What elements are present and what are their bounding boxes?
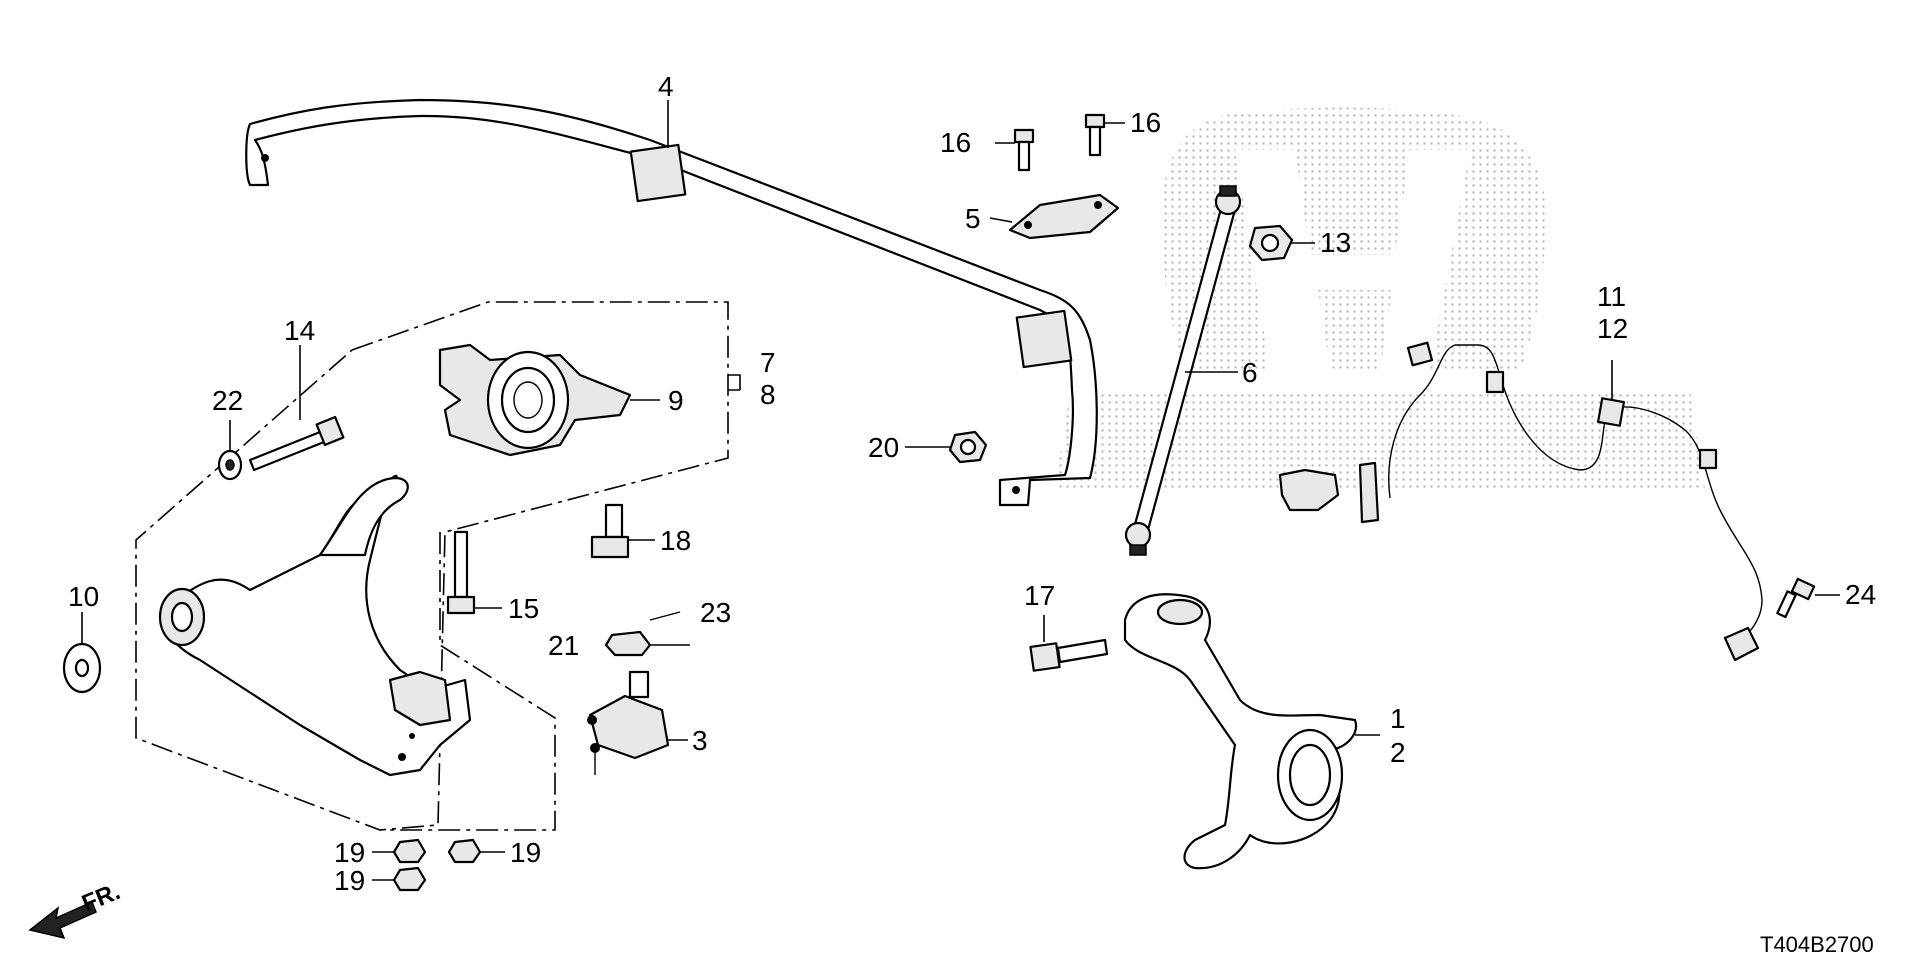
callout-5: 5: [965, 203, 981, 234]
front-direction-arrow: [28, 900, 97, 940]
callout-19a: 19: [334, 837, 365, 868]
callout-9: 9: [668, 385, 684, 416]
callout-4: 4: [658, 71, 674, 102]
callout-16a: 16: [940, 127, 971, 158]
ball-joint: [587, 670, 670, 775]
self-lock-nut-13: [1248, 224, 1294, 262]
self-lock-nut-20: [948, 430, 988, 464]
callout-6: 6: [1242, 357, 1258, 388]
callout-15: 15: [508, 593, 539, 624]
callout-17: 17: [1024, 580, 1055, 611]
callout-18: 18: [660, 525, 691, 556]
lower-arm: [158, 474, 472, 777]
front-direction-label: FR.: [78, 878, 124, 918]
flange-bolt-17: [1029, 638, 1109, 672]
washer-10: [62, 642, 102, 694]
leader-lines: [81, 100, 1840, 881]
castle-nut-21: [604, 630, 652, 657]
self-lock-nut-19a: [392, 838, 427, 864]
flange-bolt-16b: [1084, 113, 1106, 157]
callout-3: 3: [692, 725, 708, 756]
callout-10: 10: [68, 581, 99, 612]
flange-bolt-18: [590, 503, 630, 559]
callout-24: 24: [1845, 579, 1876, 610]
callout-23: 23: [700, 597, 731, 628]
steering-knuckle: [1123, 593, 1358, 870]
callout-12: 12: [1597, 313, 1628, 344]
wheel-speed-sensor: [1278, 341, 1763, 662]
washer-22: [217, 449, 243, 481]
self-lock-nut-19c: [392, 866, 427, 892]
stabilizer-holder: [1008, 193, 1120, 240]
callout-8: 8: [760, 379, 776, 410]
callout-16b: 16: [1130, 107, 1161, 138]
cotter-pin-23: [649, 611, 681, 621]
callout-11: 11: [1597, 281, 1626, 312]
adjusting-bolt-14: [248, 415, 345, 472]
compliance-bushing: [438, 343, 632, 457]
stabilizer-link: [1124, 185, 1242, 556]
diagram-code: T404B2700: [1760, 932, 1874, 957]
stabilizer-bar: [245, 98, 1098, 507]
callout-14: 14: [284, 315, 315, 346]
callout-20: 20: [868, 432, 899, 463]
callout-21: 21: [548, 630, 579, 661]
flange-bolt-15: [446, 530, 476, 615]
callout-13: 13: [1320, 227, 1351, 258]
callout-7: 7: [760, 347, 776, 378]
flange-bolt-24: [1776, 577, 1816, 619]
callout-19c: 19: [334, 865, 365, 896]
brand-watermark: [1055, 107, 1705, 490]
self-lock-nut-19b: [447, 838, 482, 864]
callout-19b: 19: [510, 837, 541, 868]
callout-22: 22: [212, 385, 243, 416]
callout-1: 1: [1390, 703, 1406, 734]
callout-2: 2: [1390, 737, 1406, 768]
callout-numbers: 4 16 16 5 13 7 8 9 6 11 12 20 14 22 10 1…: [68, 71, 1876, 896]
flange-bolt-16a: [1013, 128, 1035, 172]
